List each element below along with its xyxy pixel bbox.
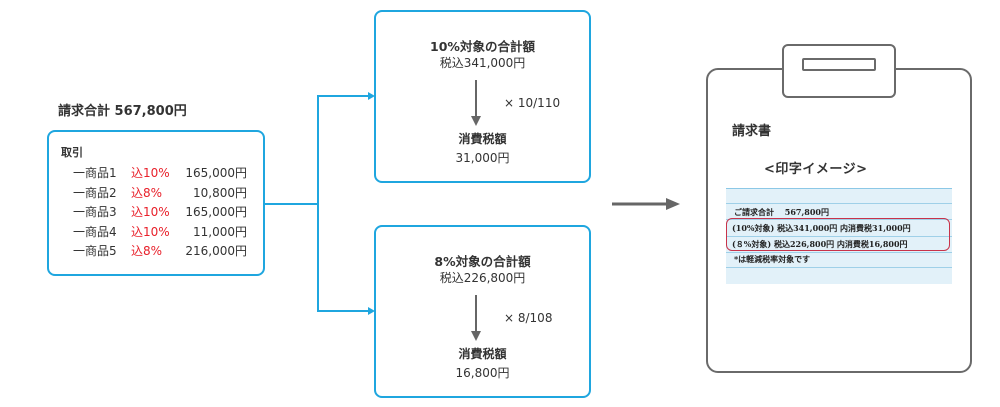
invoice-tax-highlight (726, 218, 950, 251)
invoice-line-total: ご請求合計 567,800円 (734, 207, 829, 217)
calc-8-box: 8%対象の合計額 税込226,800円 × 8/108 消費税額 16,800円 (374, 225, 591, 398)
calc-10-title: 10%対象の合計額 (430, 39, 535, 54)
invoice-total-title: 請求合計 567,800円 (58, 104, 187, 119)
invoice-doc-subtitle: <印字イメージ> (764, 162, 868, 177)
transactions-heading: 取引 (61, 146, 83, 159)
transaction-row: 一商品1 込10% 165,000円 (61, 164, 251, 184)
calc-8-multiplier: × 8/108 (504, 311, 553, 325)
split-connector (265, 95, 368, 312)
calc-10-tax-value: 31,000円 (455, 151, 510, 165)
calc-10-tax-label: 消費税額 (458, 132, 507, 146)
calc-8-tax-label: 消費税額 (458, 347, 507, 361)
calc-8-title: 8%対象の合計額 (434, 254, 531, 269)
item-amount: 216,000円 (185, 244, 247, 258)
connector-arrowhead-top (368, 92, 375, 100)
result-arrow-head (666, 198, 680, 210)
calc-8-subtotal: 税込226,800円 (439, 271, 526, 285)
invoice-rule (726, 203, 952, 204)
clipboard-clip-icon (782, 44, 896, 98)
clip-slot (802, 58, 876, 71)
item-rate: 込10% (131, 205, 170, 219)
item-amount: 10,800円 (193, 185, 247, 200)
item-amount: 11,000円 (193, 224, 247, 239)
invoice-rule (726, 267, 952, 268)
item-rate: 込10% (131, 166, 170, 180)
calc-8-tax-value: 16,800円 (455, 366, 510, 380)
connector-arrowhead-bottom (368, 307, 375, 315)
item-amount: 165,000円 (185, 166, 247, 180)
invoice-doc-title: 請求書 (732, 124, 772, 139)
invoice-line-10: (10%対象) 税込341,000円 内消費税31,000円 (732, 223, 911, 233)
invoice-rule (726, 252, 952, 253)
transaction-row: 一商品4 込10% 11,000円 (61, 223, 251, 243)
item-name: 一商品5 (73, 244, 117, 258)
invoice-print-preview: ご請求合計 567,800円 (10%対象) 税込341,000円 内消費税31… (726, 188, 952, 284)
transaction-row: 一商品5 込8% 216,000円 (61, 242, 251, 262)
transaction-row: 一商品2 込8% 10,800円 (61, 184, 251, 204)
calc-10-multiplier: × 10/110 (504, 96, 561, 110)
down-arrow-icon (471, 295, 481, 341)
item-name: 一商品1 (73, 166, 117, 180)
item-rate: 込10% (131, 224, 170, 239)
invoice-rule (726, 236, 952, 237)
item-rate: 込8% (131, 185, 163, 200)
invoice-rule (726, 219, 952, 220)
item-name: 一商品2 (73, 185, 117, 200)
calc-10-box: 10%対象の合計額 税込341,000円 × 10/110 消費税額 31,00… (374, 10, 591, 183)
item-amount: 165,000円 (185, 205, 247, 219)
down-arrow-icon (471, 80, 481, 126)
calc-10-subtotal: 税込341,000円 (439, 56, 526, 70)
invoice-line-8: (８%対象) 税込226,800円 内消費税16,800円 (732, 239, 908, 249)
item-name: 一商品4 (73, 224, 117, 239)
invoice-note: *は軽減税率対象です (734, 254, 811, 264)
transactions-box: 取引 一商品1 込10% 165,000円 一商品2 込8% 10,800円 一… (47, 130, 265, 276)
transaction-row: 一商品3 込10% 165,000円 (61, 203, 251, 223)
item-name: 一商品3 (73, 205, 117, 219)
item-rate: 込8% (131, 244, 163, 258)
